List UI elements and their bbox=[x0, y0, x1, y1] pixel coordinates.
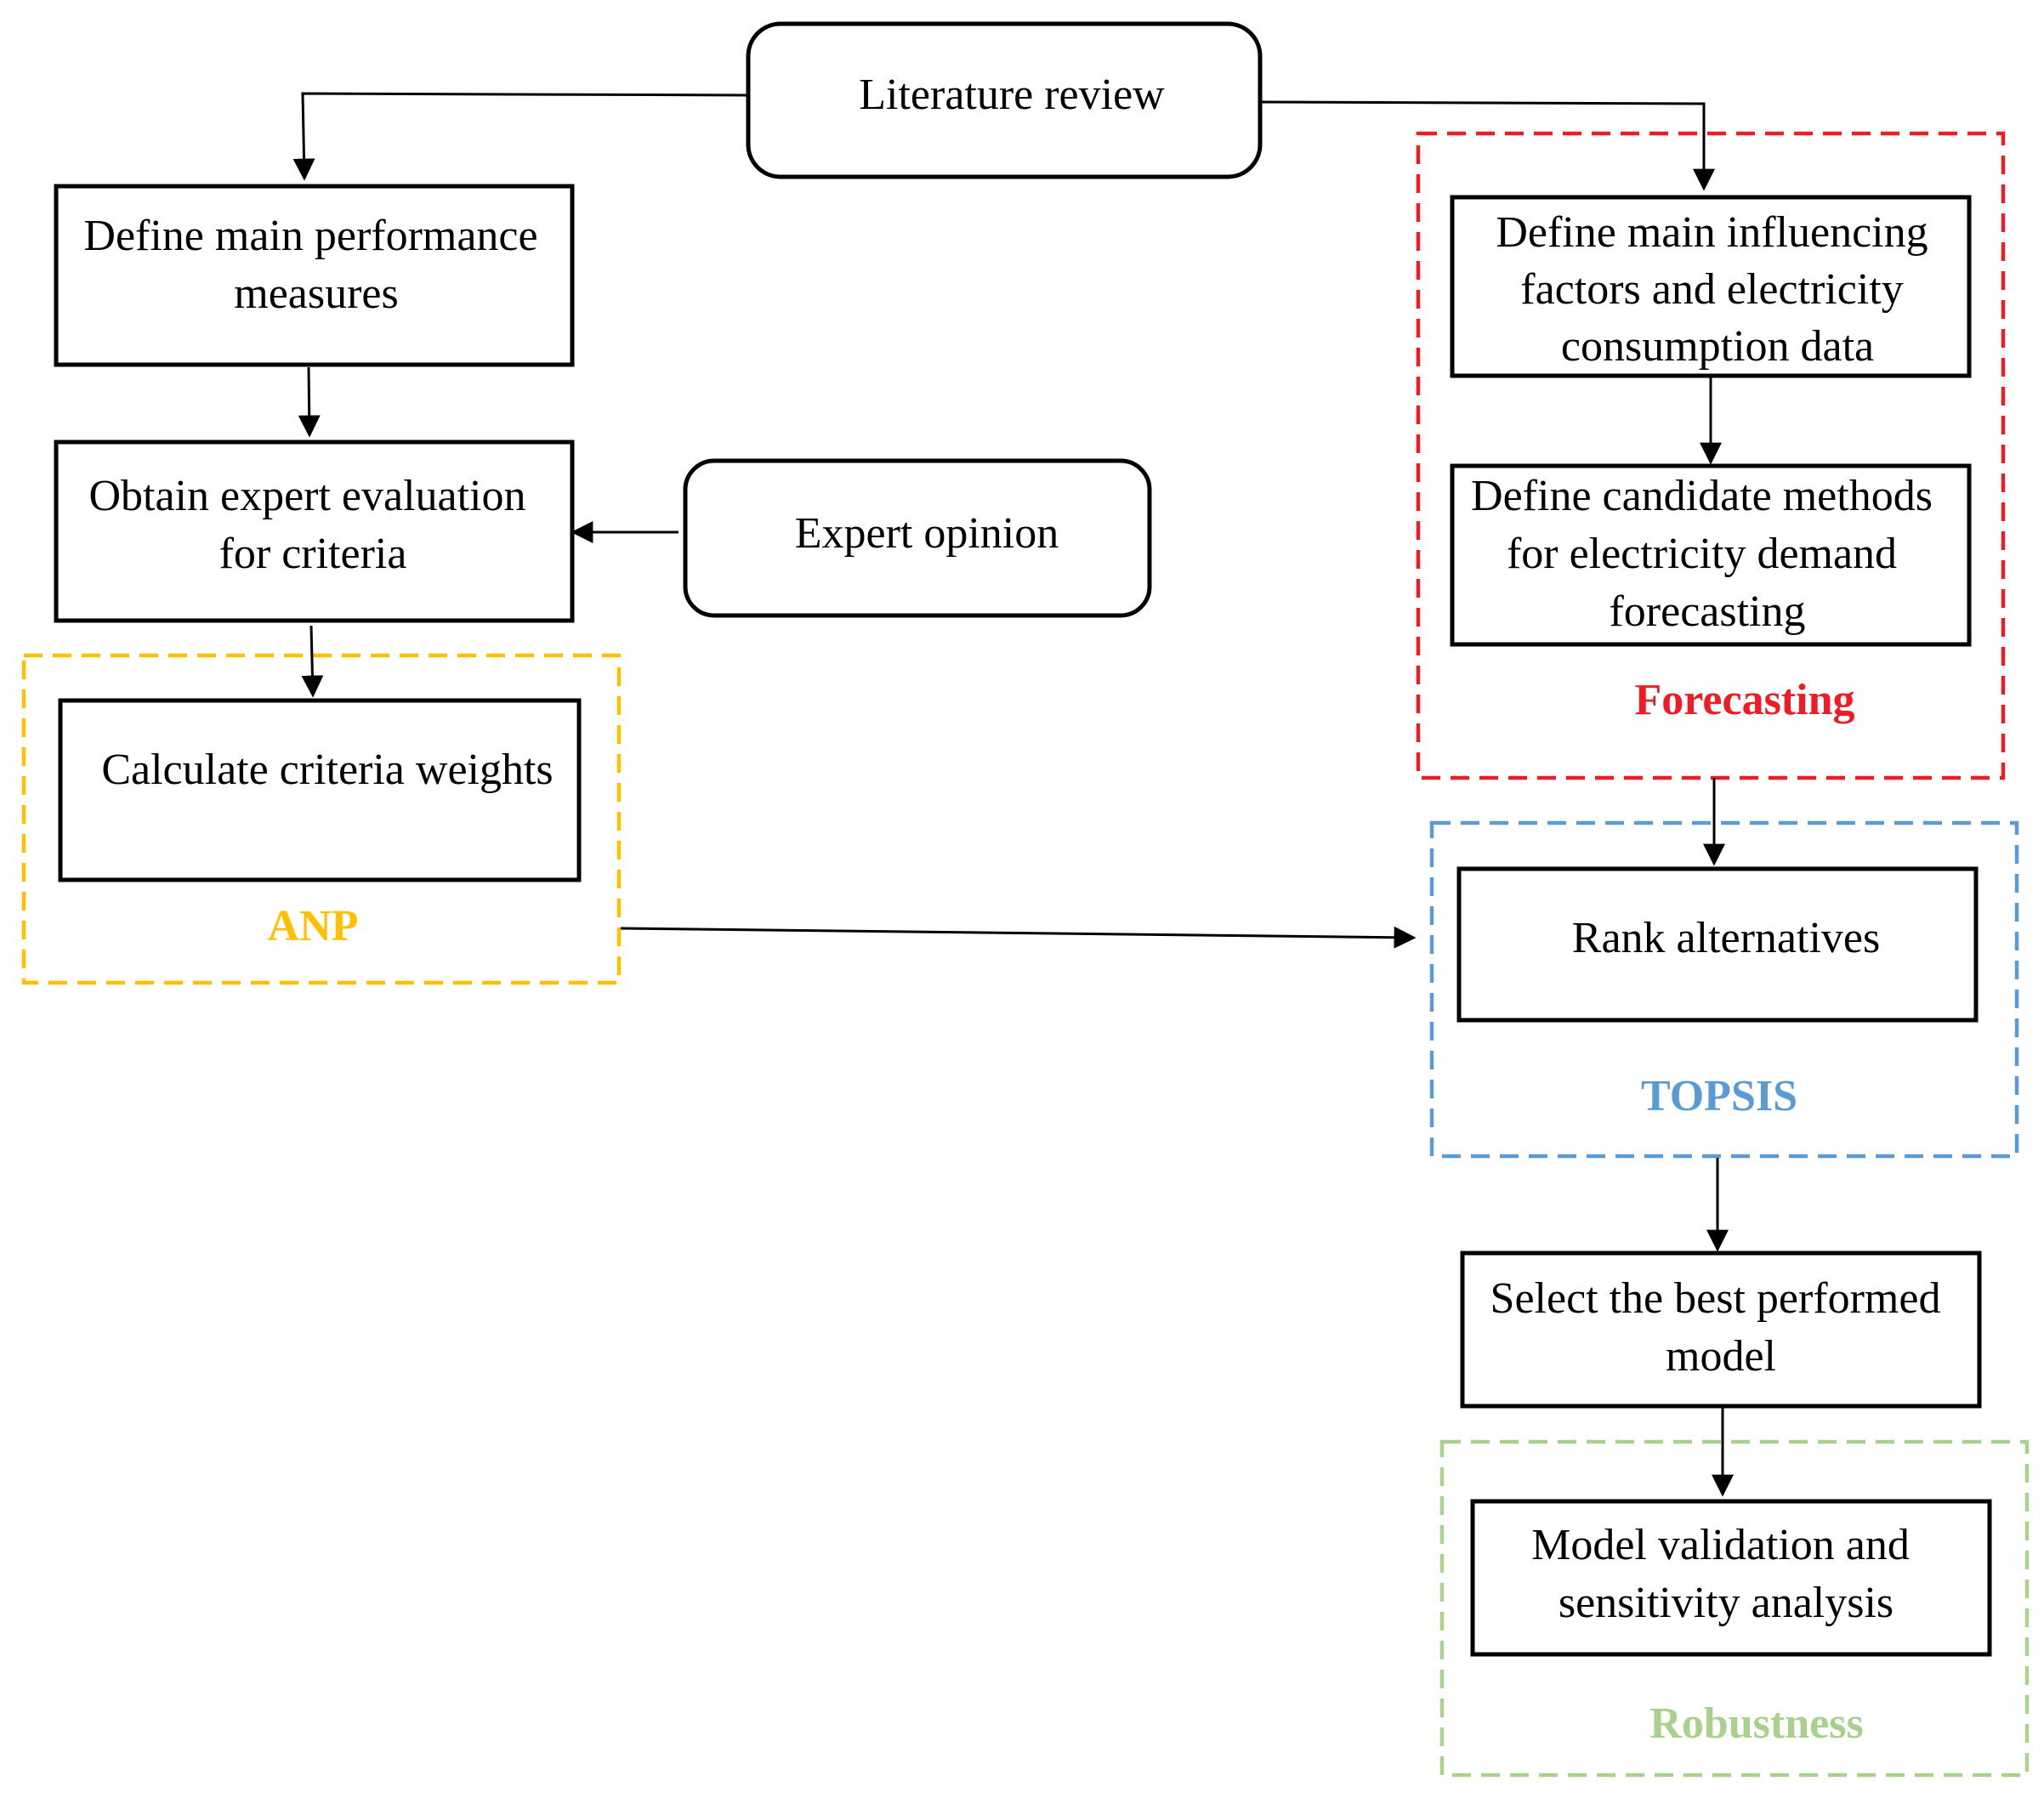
influencing-factors-line-3: consumption data bbox=[1561, 322, 1874, 371]
candidate-methods-line-2: for electricity demand bbox=[1507, 530, 1897, 578]
topsis-label: TOPSIS bbox=[1641, 1072, 1797, 1120]
svg-text:Model validation and sen: Model validation and sensitivity analysi… bbox=[1531, 1521, 1921, 1627]
node-define-candidate-methods: Define candidate methods for electricity… bbox=[1450, 463, 1972, 647]
svg-text:Define candidate methods: Define candidate methods for electricity… bbox=[1471, 472, 1944, 636]
node-calculate-criteria-weights: Calculate criteria weights bbox=[58, 698, 582, 882]
svg-text:Expert opinion: Expert opinion bbox=[795, 509, 1059, 558]
candidate-methods-line-1: Define candidate methods bbox=[1471, 472, 1933, 520]
svg-text:Select the best performed: Select the best performed model bbox=[1490, 1274, 1952, 1381]
select-best-line-1: Select the best performed bbox=[1490, 1274, 1941, 1323]
anp-label: ANP bbox=[268, 902, 359, 950]
node-define-influencing-factors: Define main influencing factors and elec… bbox=[1450, 195, 1972, 378]
performance-measures-line-1: Define main performance bbox=[83, 212, 537, 260]
node-obtain-expert-evaluation: Obtain expert evaluation for criteria bbox=[54, 440, 575, 623]
node-literature-review: Literature review bbox=[746, 21, 1263, 179]
influencing-factors-line-2: factors and electricity bbox=[1520, 265, 1903, 314]
edge-literature-to-influencing bbox=[1259, 100, 1715, 191]
criteria-weights-line-1: Calculate criteria weights bbox=[101, 746, 553, 794]
anp-group-frame bbox=[21, 653, 622, 985]
svg-text:Calculate criteria weights: Calculate criteria weights bbox=[101, 746, 553, 794]
node-define-performance-measures: Define main performance measures bbox=[54, 184, 575, 367]
performance-measures-line-2: measures bbox=[234, 269, 398, 318]
svg-text:Obtain expert evaluation: Obtain expert evaluation for criteria bbox=[88, 472, 537, 578]
node-select-best-model: Select the best performed model bbox=[1460, 1251, 1982, 1409]
expert-opinion-line-1: Expert opinion bbox=[795, 509, 1059, 558]
expert-evaluation-line-2: for criteria bbox=[219, 530, 407, 578]
topsis-group-frame bbox=[1429, 820, 2019, 1159]
candidate-methods-line-3: forecasting bbox=[1609, 587, 1805, 636]
rank-alternatives-line-1: Rank alternatives bbox=[1572, 914, 1880, 962]
robustness-label: Robustness bbox=[1649, 1699, 1863, 1748]
literature-review-line-1: Literature review bbox=[859, 71, 1165, 119]
validation-line-1: Model validation and bbox=[1531, 1521, 1910, 1569]
edge-anp-to-topsis bbox=[620, 926, 1417, 949]
connectors bbox=[292, 92, 1734, 1497]
influencing-factors-line-1: Define main influencing bbox=[1496, 208, 1928, 257]
svg-text:Define main performance: Define main performance measures bbox=[83, 212, 548, 318]
svg-text:Rank alternatives: Rank alternatives bbox=[1572, 914, 1880, 962]
node-expert-opinion: Expert opinion bbox=[683, 458, 1152, 618]
forecasting-group-frame bbox=[1416, 131, 2006, 780]
edge-literature-to-performance bbox=[292, 92, 749, 181]
svg-text:Literature review: Literature review bbox=[859, 71, 1165, 119]
expert-evaluation-line-1: Obtain expert evaluation bbox=[88, 472, 525, 520]
validation-line-2: sensitivity analysis bbox=[1559, 1579, 1894, 1627]
robustness-group-frame bbox=[1439, 1439, 2030, 1778]
select-best-line-2: model bbox=[1666, 1332, 1776, 1381]
edge-evaluation-to-weights bbox=[301, 625, 324, 698]
forecasting-label: Forecasting bbox=[1635, 676, 1855, 724]
node-rank-alternatives: Rank alternatives bbox=[1456, 866, 1979, 1023]
node-model-validation: Model validation and sensitivity analysi… bbox=[1470, 1499, 1992, 1657]
svg-text:Define main influencing: Define main influencing factors and elec… bbox=[1496, 208, 1939, 371]
